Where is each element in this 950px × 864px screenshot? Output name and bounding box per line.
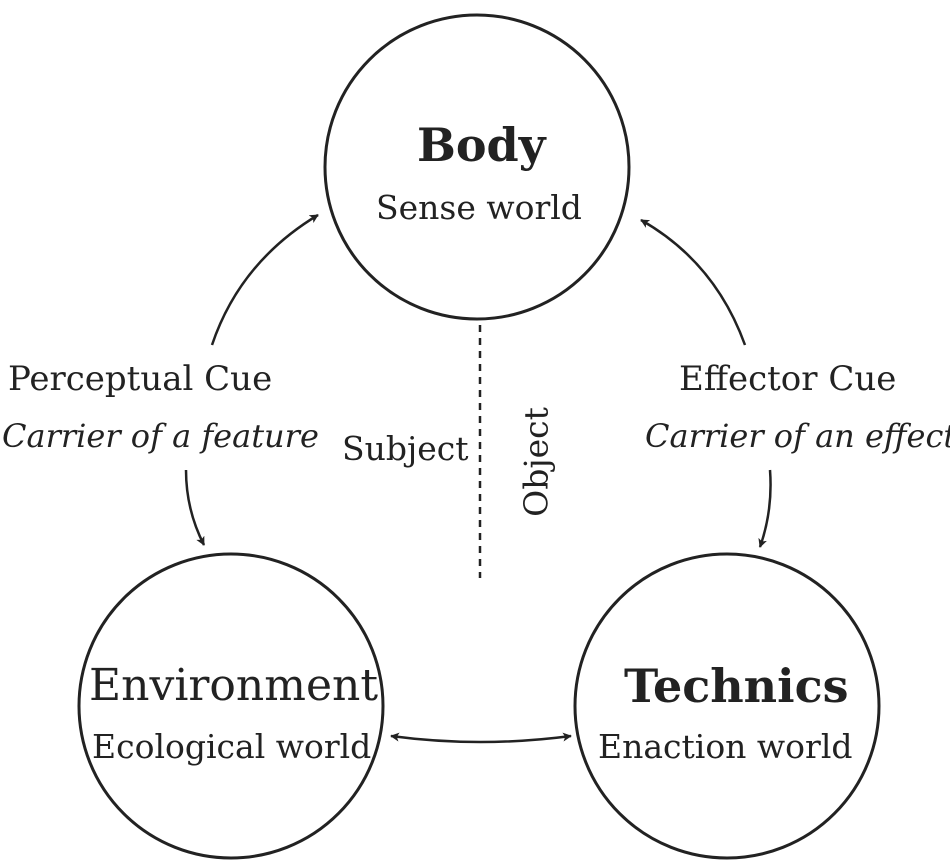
body-subtitle: Sense world [376, 188, 582, 227]
technics-circle [573, 552, 881, 860]
perceptual-cue-title: Perceptual Cue [8, 359, 273, 399]
effector-cue-title: Effector Cue [679, 359, 897, 399]
perceptual-arrow-to-body [210, 213, 319, 346]
technics-subtitle: Enaction world [598, 727, 853, 766]
object-label: Object [516, 407, 556, 517]
body-circle [323, 13, 631, 321]
body-title: Body [417, 118, 546, 172]
environment-title: Environment [89, 660, 379, 711]
perceptual-arrow-to-environment [184, 469, 206, 546]
perceptual-cue-subtitle: Carrier of a feature [2, 417, 319, 455]
environment-subtitle: Ecological world [92, 727, 372, 766]
technics-title: Technics [624, 659, 849, 713]
effector-cue-subtitle: Carrier of an effect [645, 417, 950, 455]
environment-technics-arrow [390, 732, 572, 744]
effector-arrow-to-body [640, 218, 747, 346]
subject-label: Subject [342, 429, 469, 468]
environment-circle [77, 552, 385, 860]
effector-arrow-to-technics [758, 469, 772, 548]
